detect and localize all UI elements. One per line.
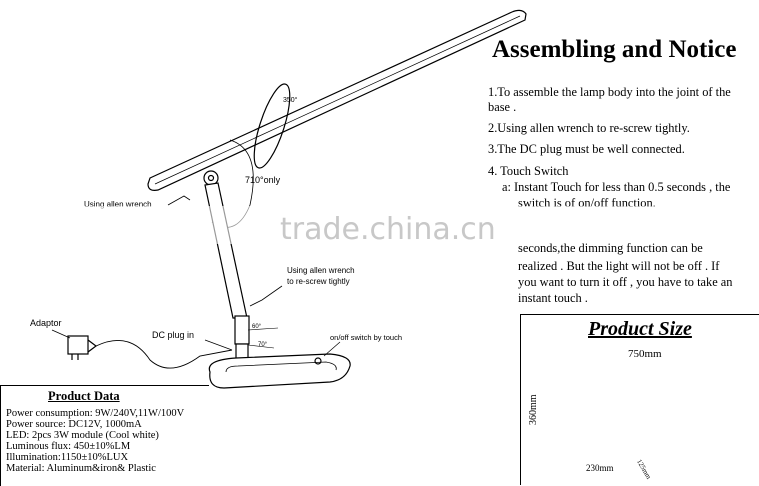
notice-step3: 3.The DC plug must be well connected. [488,142,685,156]
touch-switch [314,357,322,365]
notice-step1-line1: 1.To assemble the lamp body into the joi… [488,85,731,99]
watermark: trade.china.cn [280,212,496,247]
page-title: Assembling and Notice [492,36,737,63]
allen-wrench-label-2a: Using allen wrench [287,266,355,275]
touch-switch-label: on/off switch by touch [330,333,402,342]
adaptor [67,335,89,355]
lamp-arm [204,182,248,319]
rotation-label: 350° [283,97,298,104]
notice-step4: 4. Touch Switch [488,164,569,178]
product-size-panel [520,314,759,485]
product-data-line: LED: 2pcs 3W module (Cool white) [6,430,159,441]
watermark-band [0,206,759,244]
size-height-label: 360mm [528,394,539,425]
notice-step4b-line3: you want to turn it off , you have to ta… [518,275,733,289]
rotation-ring [253,83,291,169]
adaptor-label: Adaptor [30,318,62,328]
notice-step4b-line2: realized . But the light will not be off… [518,259,720,273]
notice-step4b-line4: instant touch . [518,291,588,305]
product-data-line: Illumination:1150±10%LUX [6,452,129,463]
product-size-title: Product Size [588,318,692,340]
product-data-line: Power source: DC12V, 1000mA [6,419,142,430]
lamp-base [208,353,351,389]
product-data-line: Power consumption: 9W/240V,11W/100V [6,408,185,419]
product-data-title: Product Data [48,389,120,403]
notice-step1-line2: base . [488,100,517,114]
dc-cable [95,339,233,369]
product-data-line: Material: Aluminum&iron& Plastic [6,463,156,474]
product-data-line: Luminous flux: 450±10%LM [6,441,131,452]
allen-wrench-label-2b: to re-screw tightly [287,277,350,286]
angle-70-label: 70° [258,342,268,348]
allen-wrench-label-1: Using allen wrench [84,200,152,209]
size-width-label: 750mm [628,348,662,360]
notice-step2: 2.Using allen wrench to re-screw tightly… [488,121,690,135]
product-data-panel [0,385,209,486]
arm-rotation-label: 710°only [245,175,281,185]
angle-60-label: 60° [252,324,262,330]
dc-plug-label: DC plug in [152,330,195,340]
size-base-label: 230mm [586,463,614,473]
notice-step4b-line1: seconds,the dimming function can be [518,241,703,255]
notice-step4a-line1: a: Instant Touch for less than 0.5 secon… [502,180,731,194]
